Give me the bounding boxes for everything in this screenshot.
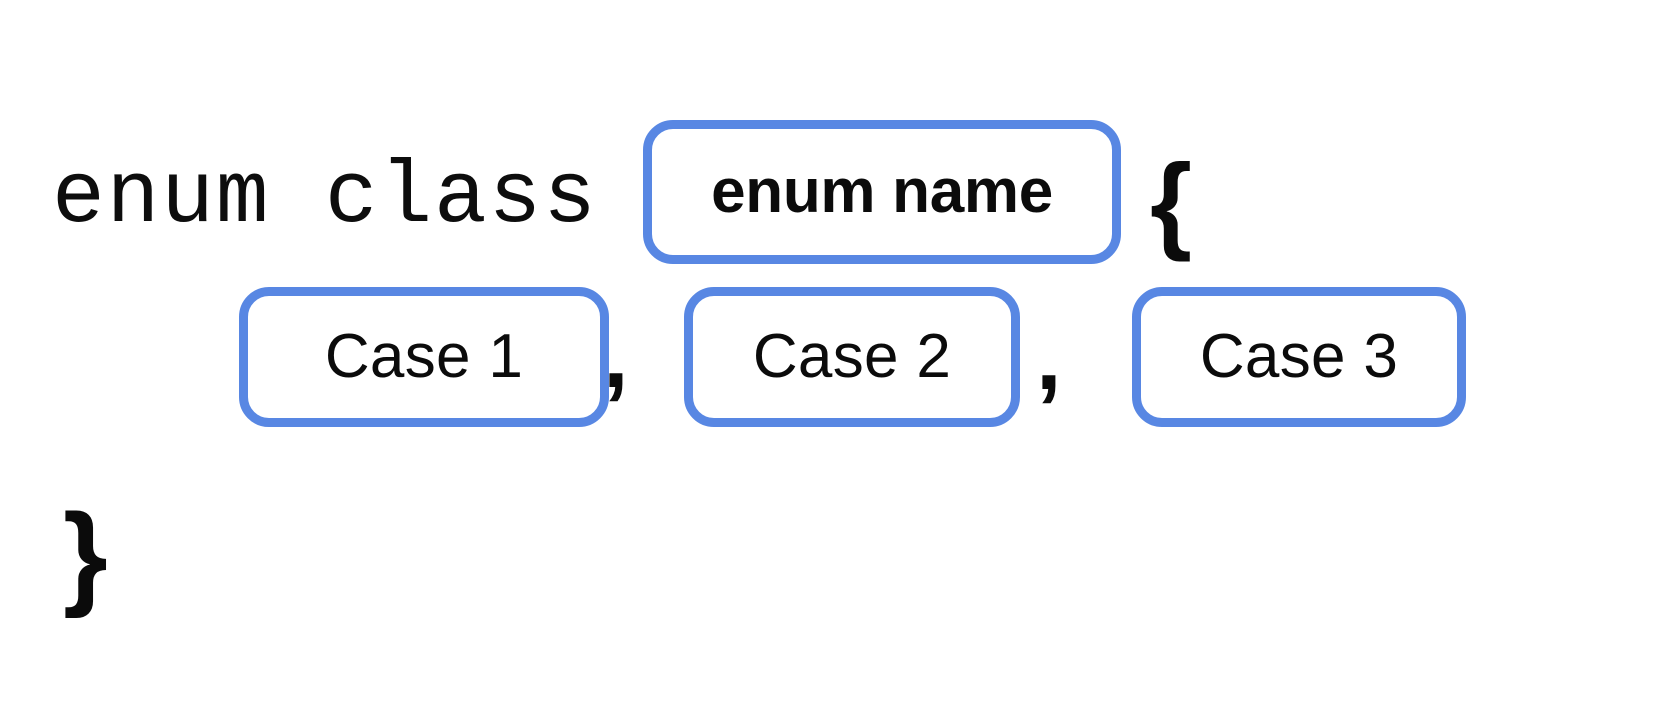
separator-comma-1: , xyxy=(603,305,629,407)
case-slot-3-label: Case 3 xyxy=(1199,322,1399,391)
separator-comma-2: , xyxy=(1036,307,1062,409)
case-slot-3[interactable]: Case 3 xyxy=(1132,287,1466,427)
case-slot-2-label: Case 2 xyxy=(752,322,952,391)
case-slot-2[interactable]: Case 2 xyxy=(684,287,1020,427)
keyword-enum-class: enum class xyxy=(52,149,598,248)
case-slot-1[interactable]: Case 1 xyxy=(239,287,609,427)
enum-name-slot-label: enum name xyxy=(711,157,1053,226)
open-brace: { xyxy=(1150,141,1193,262)
close-brace: } xyxy=(63,491,108,619)
case-slot-1-label: Case 1 xyxy=(324,322,524,391)
enum-name-slot[interactable]: enum name xyxy=(643,120,1121,264)
